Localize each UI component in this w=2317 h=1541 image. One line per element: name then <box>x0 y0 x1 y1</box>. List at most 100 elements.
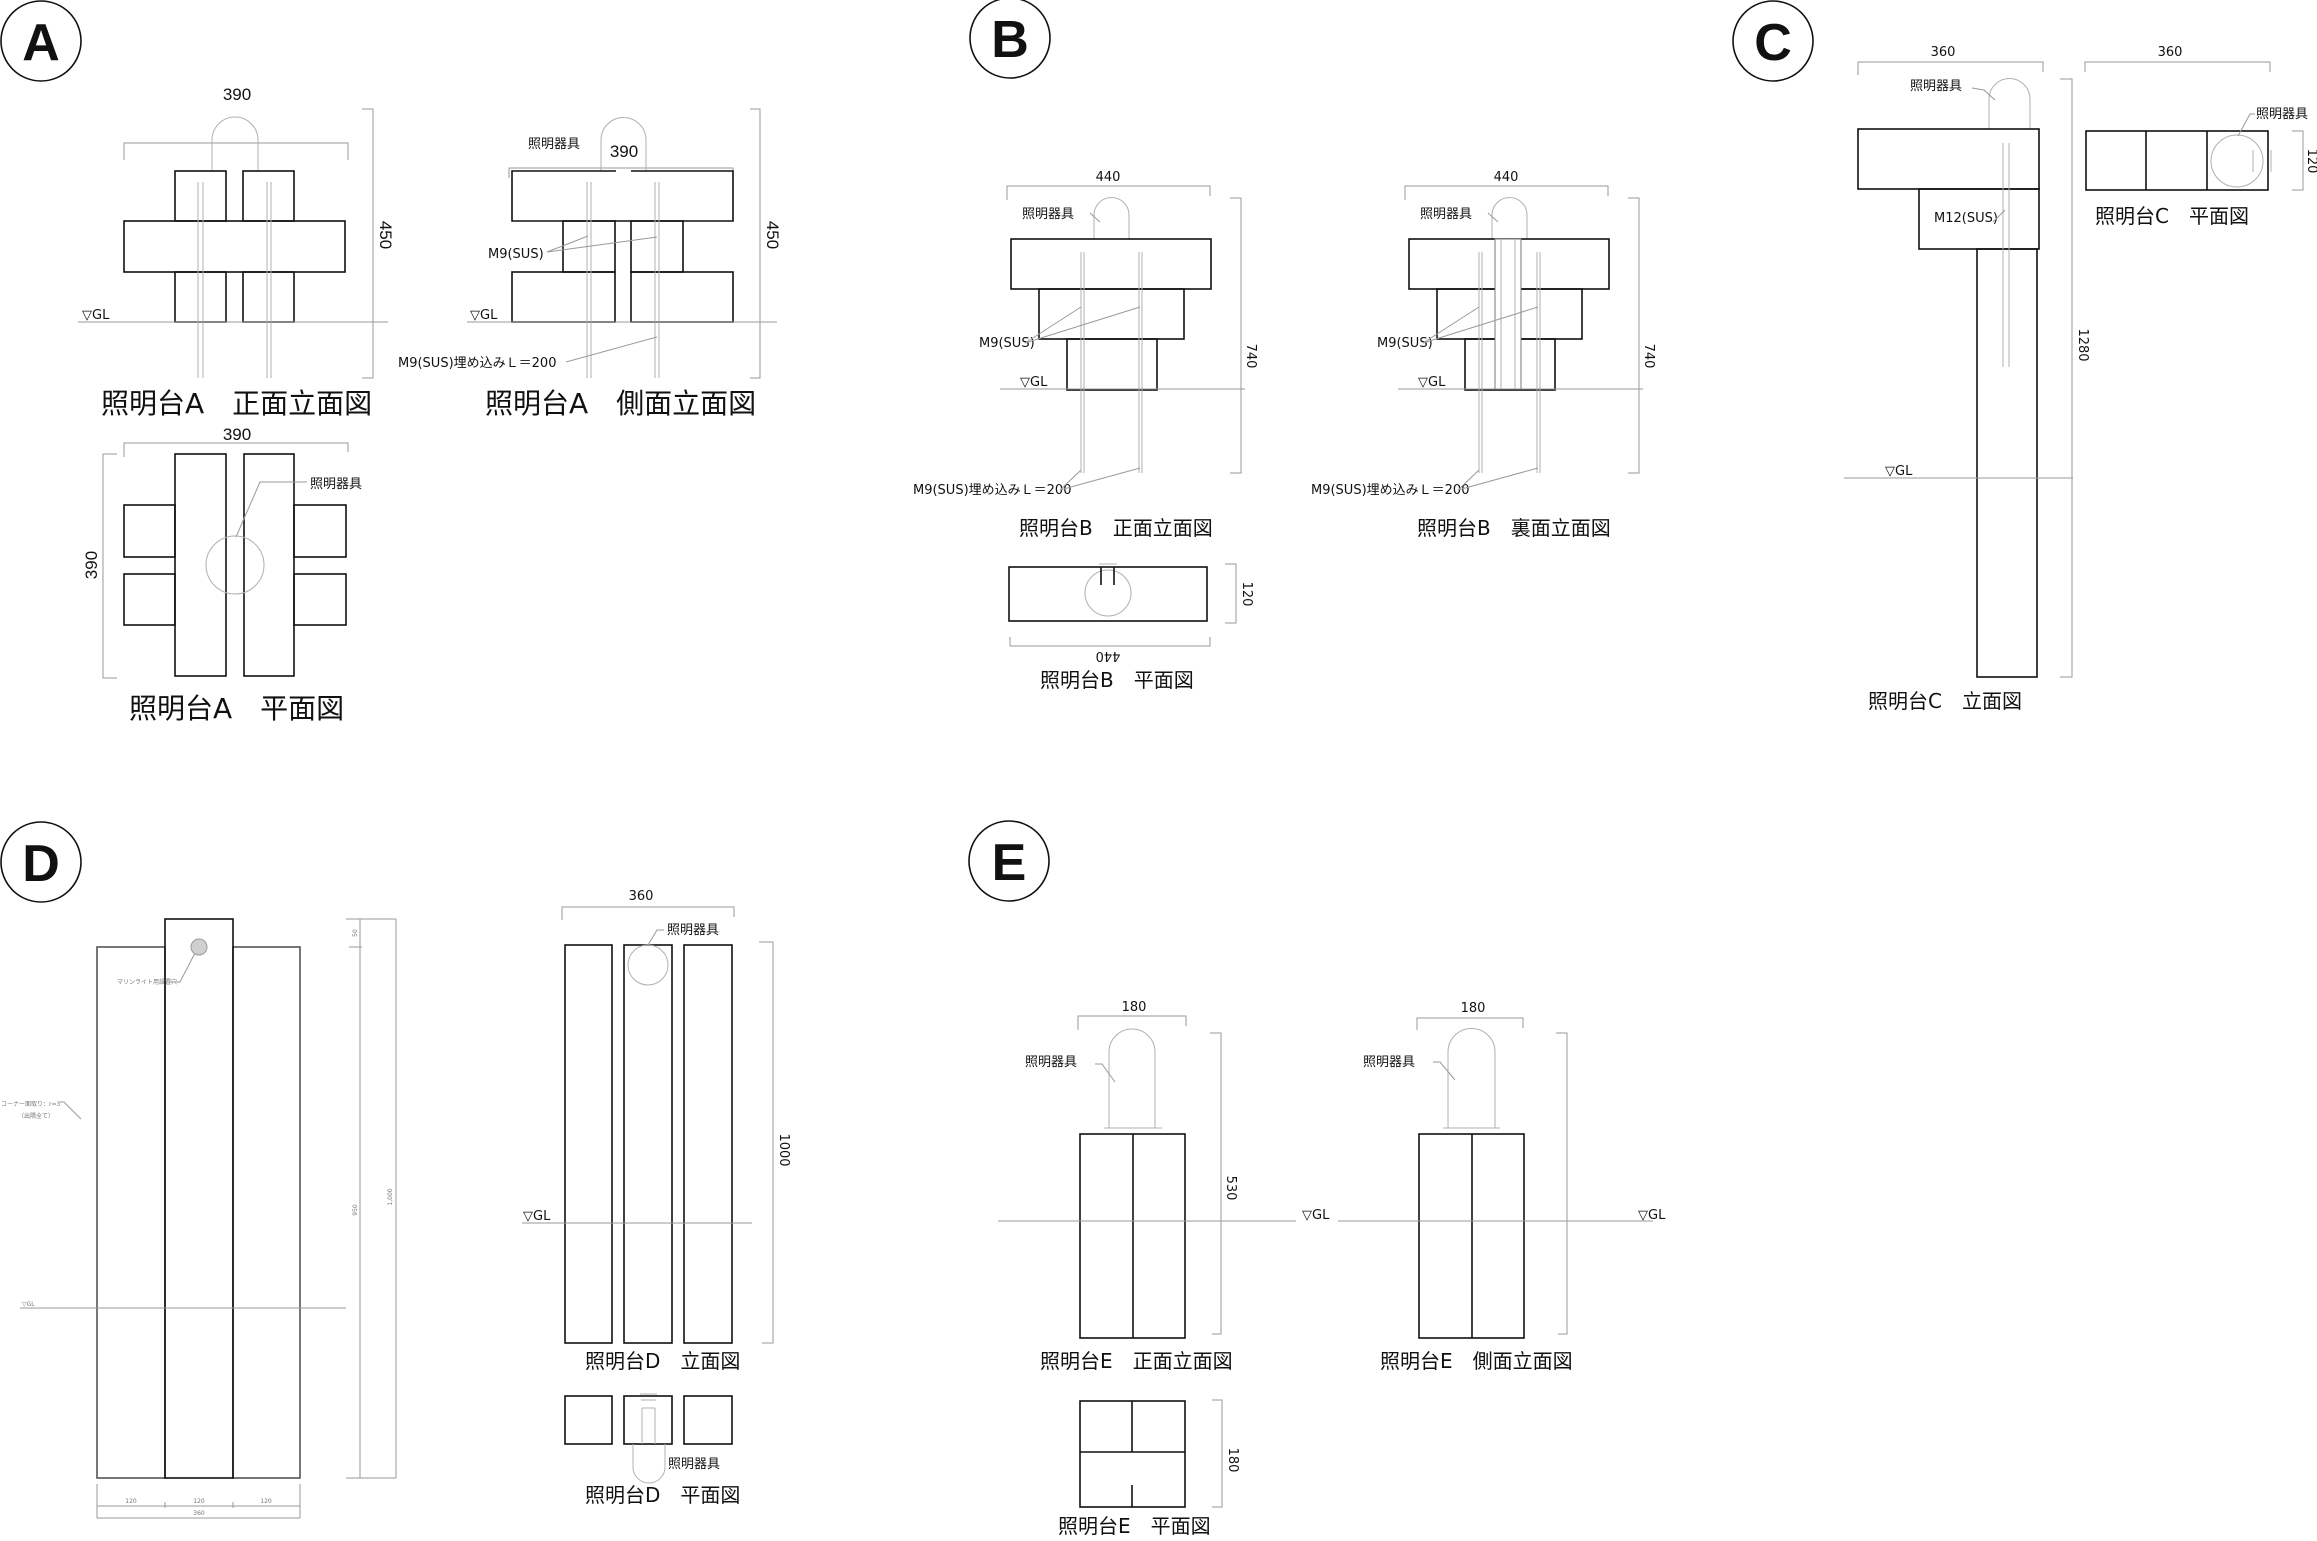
height-dimension: 1000 <box>776 1133 791 1166</box>
e-side-elevation: 180 照明器具 ▽GL 照明台E 側面立面図 <box>1338 1001 1666 1373</box>
depth-dimension: 180 <box>1225 1448 1240 1473</box>
width-dimension-line <box>1077 1015 1187 1030</box>
view-title: 照明台D 立面図 <box>585 1349 740 1373</box>
light-fixture-outline <box>1084 569 1132 617</box>
a-side-elevation: 390 照明器具 ▽GL M9(SUS) M9(SUS)埋め込みＬ＝200 45… <box>398 108 782 420</box>
fixture-label: 照明器具 <box>528 137 580 152</box>
center-panel <box>164 918 234 1479</box>
fixture-label: 照明器具 <box>668 1457 720 1472</box>
bolt-label: M9(SUS) <box>979 336 1035 351</box>
lower-block-right <box>242 271 295 323</box>
fixture-leader <box>1089 212 1101 223</box>
depth-dimension: 120 <box>2304 149 2317 174</box>
side-block <box>293 573 347 626</box>
dim-w1: 120 <box>125 1498 137 1505</box>
upper-block-left <box>174 170 227 222</box>
column-left <box>564 944 613 1344</box>
height-dimension: 1280 <box>2075 328 2090 361</box>
fixture-leader <box>1971 87 1996 101</box>
height-dimension-line <box>1628 197 1640 474</box>
block-center <box>623 1395 673 1445</box>
side-block <box>123 573 176 626</box>
view-title: 照明台D 平面図 <box>585 1483 740 1507</box>
fixture-label: 照明器具 <box>1025 1055 1077 1070</box>
light-fixture-outline <box>2210 134 2264 188</box>
pole <box>1976 248 2038 678</box>
width-dimension-line <box>1006 185 1211 200</box>
height-dimension-line <box>750 108 761 379</box>
depth-dimension: 390 <box>82 551 101 579</box>
height-dimension-line <box>2060 78 2073 678</box>
width-dimension: 360 <box>1931 45 1956 60</box>
badge-letter-c: C <box>1754 14 1792 72</box>
anchor-label: M9(SUS)埋め込みＬ＝200 <box>398 356 556 371</box>
lower-block-left <box>511 271 616 323</box>
outer-panel-right <box>232 946 301 1479</box>
c-plan: 360 照明器具 120 照明台C 平面図 <box>2084 45 2317 228</box>
height-dimension: 530 <box>1223 1176 1238 1201</box>
badge-letter-e: E <box>992 834 1027 892</box>
anchor-rods <box>1478 252 1541 473</box>
middle-block <box>123 220 346 273</box>
fixture-marks <box>2252 150 2272 172</box>
section-c: C 360 照明器具 M12(SUS) ▽GL 1280 照明台C 立面図 36… <box>1732 0 2317 713</box>
badge-circle-c <box>1732 0 1814 82</box>
width-dimension-line <box>1416 1017 1524 1030</box>
width-dimension: 440 <box>1096 170 1121 185</box>
e-front-elevation: 180 照明器具 ▽GL 530 照明台E 正面立面図 <box>998 1000 1390 1373</box>
ground-level-label: ▽GL <box>22 1301 35 1308</box>
b-plan: 120 440 照明台B 平面図 <box>1008 563 1254 692</box>
b-back-elevation: 440 照明器具 ▽GL M9(SUS) M9(SUS)埋め込みＬ＝200 74… <box>1311 170 1656 540</box>
corner-note: コーナー面取り：r=3 <box>1 1101 60 1108</box>
base-outline <box>1008 566 1208 622</box>
view-title: 照明台E 側面立面図 <box>1380 1349 1573 1373</box>
fixture-label: 照明器具 <box>1022 207 1074 222</box>
anchor-leader <box>565 336 658 363</box>
long-block-left <box>174 453 227 677</box>
height-dimension-line <box>1210 1032 1222 1335</box>
outer-panel-left <box>96 946 166 1479</box>
hole-leader <box>170 952 196 983</box>
width-dimension: 390 <box>223 425 251 444</box>
depth-dimension-line <box>102 453 117 679</box>
anchor-rods <box>2002 143 2010 367</box>
width-dimension-line <box>2084 61 2271 72</box>
fixture-leader <box>1487 212 1499 223</box>
hole-note: マリンライト用設置穴 <box>117 978 177 986</box>
height-dimension: 740 <box>1641 344 1656 369</box>
height-dimension-line <box>362 108 374 379</box>
badge-letter-d: D <box>22 835 60 893</box>
bolt-label: M9(SUS) <box>488 247 544 262</box>
view-title: 照明台C 平面図 <box>2095 204 2249 228</box>
lower-block-left <box>174 271 227 323</box>
fixture-label: 照明器具 <box>2256 107 2308 122</box>
light-fixture-outline <box>1443 1028 1500 1129</box>
height-dimension: 450 <box>376 221 395 249</box>
dim-w3: 120 <box>260 1498 272 1505</box>
badge-letter-a: A <box>22 14 60 72</box>
width-dimension: 440 <box>1494 170 1519 185</box>
dim-total: 1,000 <box>387 1188 394 1205</box>
corner-note-2: （出隅全て） <box>18 1112 54 1120</box>
height-dimension-line <box>1230 197 1242 474</box>
dim-top: 50 <box>352 929 359 937</box>
view-title: 照明台A 正面立面図 <box>101 387 372 420</box>
light-fixture-outline <box>211 116 259 171</box>
upper-block-right <box>242 170 295 222</box>
anchor-rods <box>586 182 660 378</box>
upper-block <box>511 170 734 222</box>
height-dimension: 450 <box>763 221 782 249</box>
fixture-leader <box>1095 1063 1116 1083</box>
side-block <box>293 504 347 558</box>
ground-level-label: ▽GL <box>1302 1208 1330 1223</box>
corner-leader <box>60 1101 82 1120</box>
light-fixture-outline <box>600 117 647 171</box>
width-dimension: 440 <box>1096 648 1121 663</box>
width-dimension: 360 <box>2158 45 2183 60</box>
width-dimension-line <box>123 442 349 457</box>
ground-level-label: ▽GL <box>523 1209 551 1224</box>
light-fixture-outline <box>632 1444 666 1484</box>
section-d: D マリンライト用設置穴 コーナー面取り：r=3 （出隅全て） ▽GL 50 9… <box>0 821 791 1519</box>
height-dimension: 740 <box>1243 344 1258 369</box>
